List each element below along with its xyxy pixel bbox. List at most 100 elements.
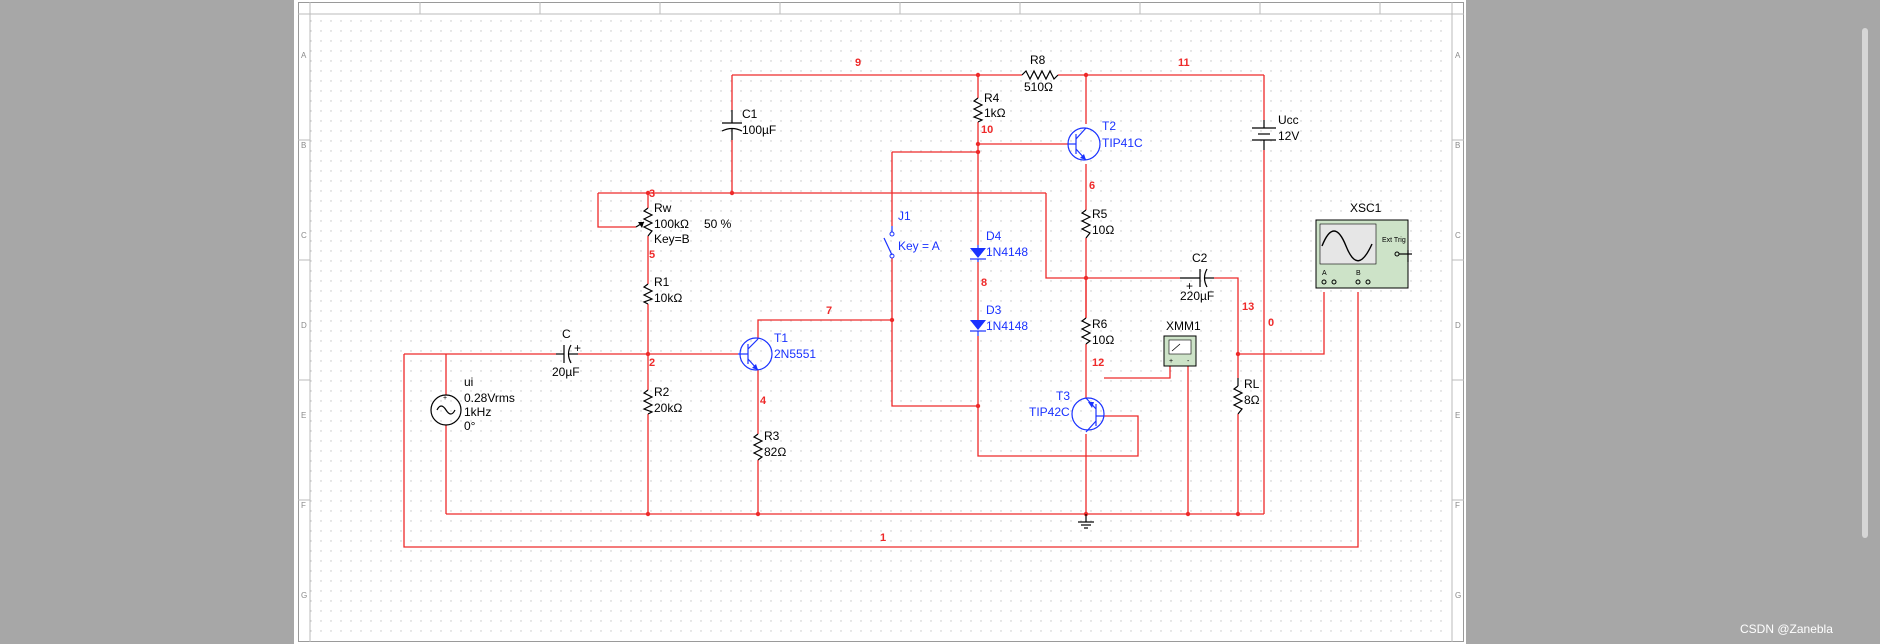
resistor-r5[interactable]: R5 10Ω <box>1080 207 1114 239</box>
r5-value: 10Ω <box>1092 223 1114 237</box>
diode-d4[interactable]: D4 1N4148 <box>970 229 1028 262</box>
margin-letter-a-right: A <box>1455 51 1461 60</box>
ac-source-ui[interactable]: + ui 0.28Vrms 1kHz 0° <box>430 375 515 433</box>
ui-ref: ui <box>464 375 473 389</box>
margin-letter-c-right: C <box>1455 231 1461 240</box>
net-labels: 9 11 10 3 5 2 7 4 6 8 12 13 0 1 <box>649 57 1274 544</box>
wire-net-7[interactable] <box>757 319 892 339</box>
resistor-r6[interactable]: R6 10Ω <box>1080 317 1114 347</box>
svg-text:+: + <box>443 395 447 402</box>
c2-ref: C2 <box>1192 251 1208 265</box>
d3-model: 1N4148 <box>986 319 1028 333</box>
net-label-9: 9 <box>855 57 861 69</box>
c-value: 20µF <box>552 365 580 379</box>
capacitor-c2[interactable]: + C2 220µF <box>1180 251 1214 303</box>
j1-key: Key = A <box>898 239 940 253</box>
xsc1-channel-b: B <box>1356 270 1361 277</box>
t3-ref: T3 <box>1056 389 1070 403</box>
wire-net-13[interactable] <box>1214 277 1239 354</box>
rw-key: Key=B <box>654 232 690 246</box>
potentiometer-rw[interactable]: Rw 100kΩ 50 % Key=B <box>635 201 732 246</box>
transistor-t2[interactable]: T2 TIP41C <box>1067 119 1143 161</box>
margin-letter-c-left: C <box>301 231 307 240</box>
net-label-7: 7 <box>826 305 832 317</box>
ucc-ref: Ucc <box>1278 113 1299 127</box>
r4-ref: R4 <box>984 91 1000 105</box>
wire-xmm-plus[interactable] <box>1104 366 1171 379</box>
transistor-t3[interactable]: T3 TIP42C <box>1029 389 1105 433</box>
net-label-3: 3 <box>649 188 655 200</box>
resistor-r4[interactable]: R4 1kΩ <box>972 91 1006 123</box>
r6-value: 10Ω <box>1092 333 1114 347</box>
capacitor-c[interactable]: + C 20µF <box>552 327 581 379</box>
grid <box>310 12 1450 636</box>
net-label-13: 13 <box>1242 301 1254 313</box>
net-label-6: 6 <box>1089 180 1095 192</box>
r2-ref: R2 <box>654 385 670 399</box>
net-label-0: 0 <box>1268 317 1274 329</box>
r1-value: 10kΩ <box>654 291 682 305</box>
diode-d3[interactable]: D3 1N4148 <box>970 303 1028 336</box>
wires[interactable] <box>403 74 1359 548</box>
r5-ref: R5 <box>1092 207 1108 221</box>
net-label-10: 10 <box>981 124 993 136</box>
margin-letter-a-left: A <box>301 51 307 60</box>
r6-ref: R6 <box>1092 317 1108 331</box>
ground-symbol <box>1078 514 1094 529</box>
margin-letter-e-right: E <box>1455 411 1460 420</box>
d3-ref: D3 <box>986 303 1002 317</box>
battery-ucc[interactable]: Ucc 12V <box>1252 113 1299 150</box>
rl-value: 8Ω <box>1244 393 1260 407</box>
wire-rw-wiper[interactable] <box>597 193 636 228</box>
margin-letter-d-left: D <box>301 321 307 330</box>
r8-ref: R8 <box>1030 53 1046 67</box>
ui-phase: 0° <box>464 419 476 433</box>
t1-model: 2N5551 <box>774 347 816 361</box>
xsc1-channel-a: A <box>1322 270 1327 277</box>
resistor-rl[interactable]: RL 8Ω <box>1232 377 1260 415</box>
svg-text:+: + <box>1169 358 1173 365</box>
vertical-scrollbar[interactable] <box>1862 28 1868 538</box>
resistor-r8[interactable]: R8 510Ω <box>1021 53 1059 94</box>
t2-ref: T2 <box>1102 119 1116 133</box>
resistor-r2[interactable]: R2 20kΩ <box>642 385 682 415</box>
net-label-5: 5 <box>649 249 655 261</box>
rw-ref: Rw <box>654 201 672 215</box>
svg-text:-: - <box>1187 358 1190 365</box>
j1-ref: J1 <box>898 209 911 223</box>
capacitor-c1[interactable]: C1 100µF <box>721 107 776 140</box>
svg-text:+: + <box>574 341 581 355</box>
switch-j1[interactable]: J1 Key = A <box>883 209 940 259</box>
wire-net-1[interactable] <box>403 292 1359 548</box>
watermark: CSDN @Zanebla <box>1740 622 1833 636</box>
resistor-r1[interactable]: R1 10kΩ <box>642 275 682 305</box>
margin-letter-g-left: G <box>301 591 307 600</box>
margin-letters: A B C D E F G A B C D E F G <box>301 51 1461 600</box>
net-label-1: 1 <box>880 532 886 544</box>
net-label-4: 4 <box>760 395 767 407</box>
wire-scope-a[interactable] <box>1238 292 1325 355</box>
wire-j1-lower[interactable] <box>891 258 978 407</box>
sheet-ruler <box>298 2 1464 642</box>
wire-net-3-right[interactable] <box>1045 193 1180 279</box>
margin-letter-e-left: E <box>301 411 306 420</box>
d4-model: 1N4148 <box>986 245 1028 259</box>
xsc1-ref: XSC1 <box>1350 201 1382 215</box>
wire-d3-t3[interactable] <box>977 336 1139 457</box>
c1-value: 100µF <box>742 123 776 137</box>
multimeter-xmm1[interactable]: + - XMM1 <box>1163 319 1201 367</box>
margin-letter-b-right: B <box>1455 141 1460 150</box>
oscilloscope-xsc1[interactable]: Ext Trig A B XSC1 <box>1315 201 1412 289</box>
transistor-t1[interactable]: T1 2N5551 <box>738 331 816 371</box>
net-label-11: 11 <box>1178 57 1190 69</box>
margin-letter-f-left: F <box>301 501 306 510</box>
xmm1-ref: XMM1 <box>1166 319 1201 333</box>
ui-amplitude: 0.28Vrms <box>464 391 515 405</box>
t1-ref: T1 <box>774 331 788 345</box>
r8-value: 510Ω <box>1024 80 1053 94</box>
resistor-r3[interactable]: R3 82Ω <box>752 429 786 461</box>
r3-ref: R3 <box>764 429 780 443</box>
c2-value: 220µF <box>1180 289 1214 303</box>
r2-value: 20kΩ <box>654 401 682 415</box>
